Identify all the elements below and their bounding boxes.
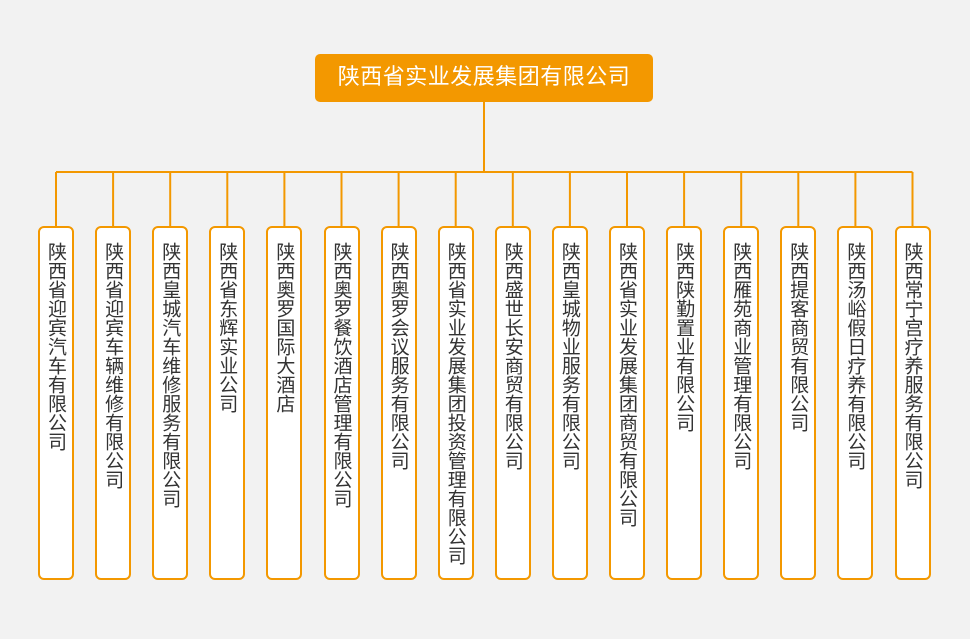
subsidiary-label: 陕西汤峪假日疗养有限公司 (844, 242, 867, 470)
subsidiary-label: 陕西奥罗国际大酒店 (273, 242, 296, 413)
subsidiary-box: 陕西奥罗国际大酒店 (266, 226, 303, 580)
subsidiary-box: 陕西奥罗会议服务有限公司 (380, 226, 417, 580)
subsidiary-box: 陕西省迎宾车辆维修有限公司 (95, 226, 132, 580)
subsidiary-box: 陕西陕勤置业有限公司 (666, 226, 703, 580)
subsidiary-label: 陕西省实业发展集团商贸有限公司 (616, 242, 638, 527)
subsidiary-box: 陕西皇城物业服务有限公司 (551, 226, 588, 580)
subsidiary-label: 陕西雁苑商业管理有限公司 (730, 242, 753, 470)
subsidiary-label: 陕西常宁宫疗养服务有限公司 (901, 242, 924, 489)
subsidiary-box: 陕西省东辉实业公司 (209, 226, 246, 580)
subsidiary-label: 陕西奥罗餐饮酒店管理有限公司 (330, 242, 353, 508)
root-company-label: 陕西省实业发展集团有限公司 (337, 65, 631, 90)
subsidiary-label: 陕西提客商贸有限公司 (787, 242, 810, 432)
subsidiary-box: 陕西奥罗餐饮酒店管理有限公司 (323, 226, 360, 580)
subsidiary-label: 陕西盛世长安商贸有限公司 (501, 242, 524, 470)
subsidiary-label: 陕西皇城物业服务有限公司 (558, 242, 581, 470)
root-company-box: 陕西省实业发展集团有限公司 (315, 54, 653, 102)
subsidiary-box: 陕西提客商贸有限公司 (780, 226, 817, 580)
subsidiary-label: 陕西奥罗会议服务有限公司 (387, 242, 410, 470)
subsidiary-label: 陕西陕勤置业有限公司 (673, 242, 696, 432)
subsidiary-label: 陕西省东辉实业公司 (216, 242, 239, 413)
subsidiary-box: 陕西省迎宾汽车有限公司 (38, 226, 74, 580)
subsidiary-box: 陕西汤峪假日疗养有限公司 (837, 226, 874, 580)
subsidiary-label: 陕西省迎宾汽车有限公司 (45, 242, 67, 451)
subsidiary-box: 陕西盛世长安商贸有限公司 (494, 226, 531, 580)
subsidiary-box: 陕西常宁宫疗养服务有限公司 (894, 226, 931, 580)
subsidiary-box: 陕西皇城汽车维修服务有限公司 (152, 226, 189, 580)
subsidiary-box: 陕西雁苑商业管理有限公司 (723, 226, 760, 580)
subsidiary-label: 陕西皇城汽车维修服务有限公司 (159, 242, 182, 508)
subsidiary-label: 陕西省迎宾车辆维修有限公司 (102, 242, 125, 489)
subsidiary-label: 陕西省实业发展集团投资管理有限公司 (444, 242, 467, 565)
subsidiary-box: 陕西省实业发展集团投资管理有限公司 (437, 226, 474, 580)
subsidiary-box: 陕西省实业发展集团商贸有限公司 (609, 226, 645, 580)
